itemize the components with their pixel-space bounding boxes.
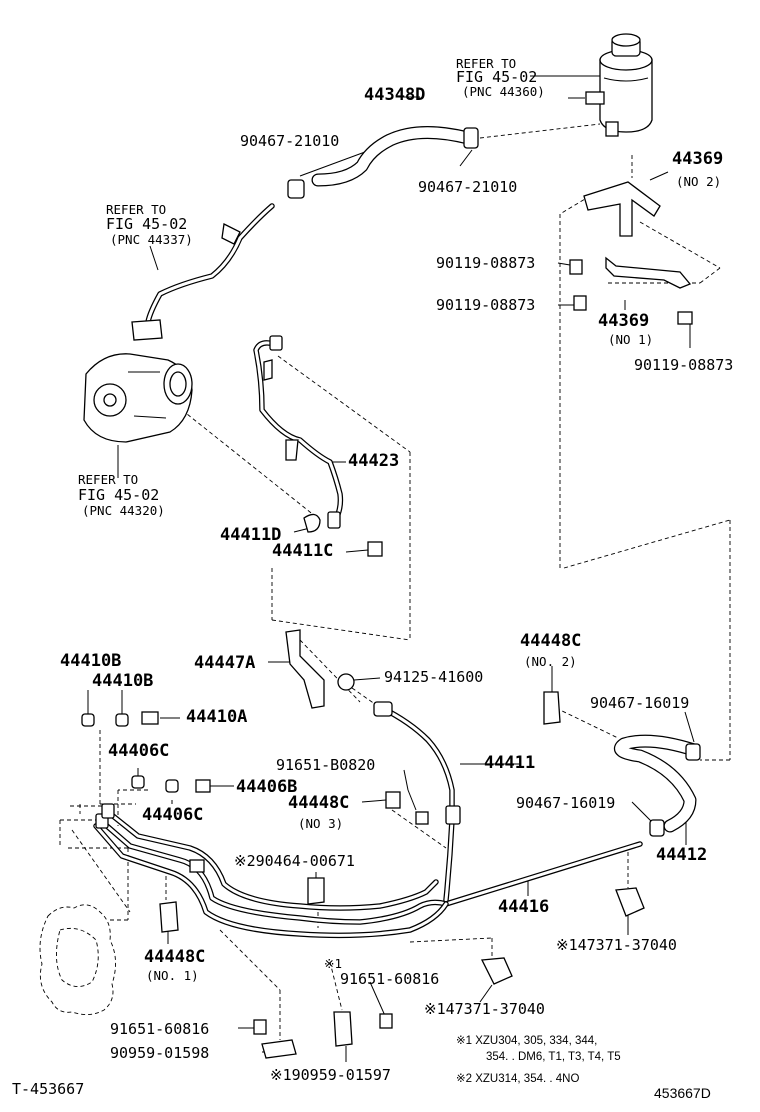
clip-147371-b [480, 957, 513, 985]
label-147371-37040-a: ※147371-37040 [556, 936, 677, 954]
label-90467-16019-a: 90467-16019 [590, 694, 689, 712]
label-90467-16019-b: 90467-16019 [516, 794, 615, 812]
label-refer-left-1: REFER TO [106, 202, 166, 217]
bolts-90119 [569, 259, 693, 325]
label-91651-60816-b: 91651-60816 [110, 1020, 209, 1038]
label-290464-00671: ※290464-00671 [234, 852, 355, 870]
clip-290464 [307, 877, 325, 905]
label-44369-no2-sub: (NO 2) [676, 174, 721, 189]
label-44406C-a: 44406C [108, 741, 169, 761]
label-44412: 44412 [656, 845, 707, 865]
clamp-44448C-no3 [385, 791, 429, 825]
bracket-44369-no2 [583, 181, 661, 237]
footnote-1-line-1: ※1 XZU304, 305, 334, 344, [456, 1035, 597, 1047]
label-44448C-no3: 44448C [288, 793, 349, 813]
label-44448C-no2-sub: (NO. 2) [524, 654, 577, 669]
hose-44412 [614, 734, 701, 837]
label-refer-pump-2: FIG 45-02 [78, 486, 159, 504]
hose-44348D [287, 126, 479, 199]
footnotes: ※1 XZU304, 305, 334, 344, 354. . DM6, T1… [456, 1035, 621, 1085]
leader-lines [59, 75, 731, 1062]
bracket-44369-no1 [605, 256, 692, 289]
power-steering-pump [83, 353, 193, 443]
bracket-44447A [285, 629, 355, 709]
label-44369-no2: 44369 [672, 149, 723, 169]
label-44411: 44411 [484, 753, 535, 773]
footer-right-code: 453667D [654, 1085, 711, 1101]
bottom-brackets [253, 1011, 393, 1059]
label-190959-01597: ※190959-01597 [270, 1066, 391, 1084]
label-91651-60816-a-mark: ※1 [324, 956, 342, 971]
pipe-44416 [93, 803, 643, 939]
part-labels: REFER TO FIG 45-02 (PNC 44360) 44348D 90… [60, 56, 733, 1084]
label-90959-01598: 90959-01598 [110, 1044, 209, 1062]
label-44348D: 44348D [364, 85, 425, 105]
label-90119-c: 90119-08873 [634, 356, 733, 374]
label-44411D: 44411D [220, 525, 281, 545]
bolt-44411C [367, 541, 383, 557]
label-44416: 44416 [498, 897, 549, 917]
label-147371-37040-b: ※147371-37040 [424, 1000, 545, 1018]
label-44448C-no3-sub: (NO 3) [298, 816, 343, 831]
footer: T-453667 453667D [12, 1080, 711, 1101]
hose-44411 [373, 701, 461, 903]
footnote-1-line-2: 354. . DM6, T1, T3, T4, T5 [486, 1051, 621, 1063]
label-90467-21010-b: 90467-21010 [418, 178, 517, 196]
clamp-44448C-no1 [159, 901, 179, 933]
left-fittings [81, 711, 211, 793]
footer-left-code: T-453667 [12, 1080, 84, 1098]
suction-tube [131, 203, 275, 341]
clamp-44448C-no2 [543, 691, 561, 725]
reservoir-tank [585, 33, 653, 137]
clamp-44411D [303, 513, 321, 533]
pipe-44423 [253, 335, 344, 529]
label-94125-41600: 94125-41600 [384, 668, 483, 686]
label-91651-B0820: 91651-B0820 [276, 756, 375, 774]
label-44423: 44423 [348, 451, 399, 471]
label-44369-no1: 44369 [598, 311, 649, 331]
label-90467-21010-a: 90467-21010 [240, 132, 339, 150]
label-refer-top-3: (PNC 44360) [462, 84, 545, 99]
label-44369-no1-sub: (NO 1) [608, 332, 653, 347]
label-44410B-a: 44410B [60, 651, 121, 671]
label-refer-left-3: (PNC 44337) [110, 232, 193, 247]
label-44406C-b: 44406C [142, 805, 203, 825]
label-refer-left-2: FIG 45-02 [106, 215, 187, 233]
label-refer-pump-1: REFER TO [78, 472, 138, 487]
label-90119-a: 90119-08873 [436, 254, 535, 272]
clip-147371-a [615, 887, 645, 917]
label-44448C-no2: 44448C [520, 631, 581, 651]
label-44406B: 44406B [236, 777, 297, 797]
label-44448C-no1-sub: (NO. 1) [146, 968, 199, 983]
label-90119-b: 90119-08873 [436, 296, 535, 314]
label-44410A: 44410A [186, 707, 247, 727]
label-91651-60816-a: 91651-60816 [340, 970, 439, 988]
label-44411C: 44411C [272, 541, 333, 561]
steering-gear-outline [39, 904, 116, 1015]
label-refer-top-1: REFER TO [456, 56, 516, 71]
label-44448C-no1: 44448C [144, 947, 205, 967]
label-44447A: 44447A [194, 653, 255, 673]
footnote-2: ※2 XZU314, 354. . 4NO [456, 1073, 579, 1085]
label-refer-pump-3: (PNC 44320) [82, 503, 165, 518]
label-44410B-b: 44410B [92, 671, 153, 691]
label-refer-top-2: FIG 45-02 [456, 68, 537, 86]
